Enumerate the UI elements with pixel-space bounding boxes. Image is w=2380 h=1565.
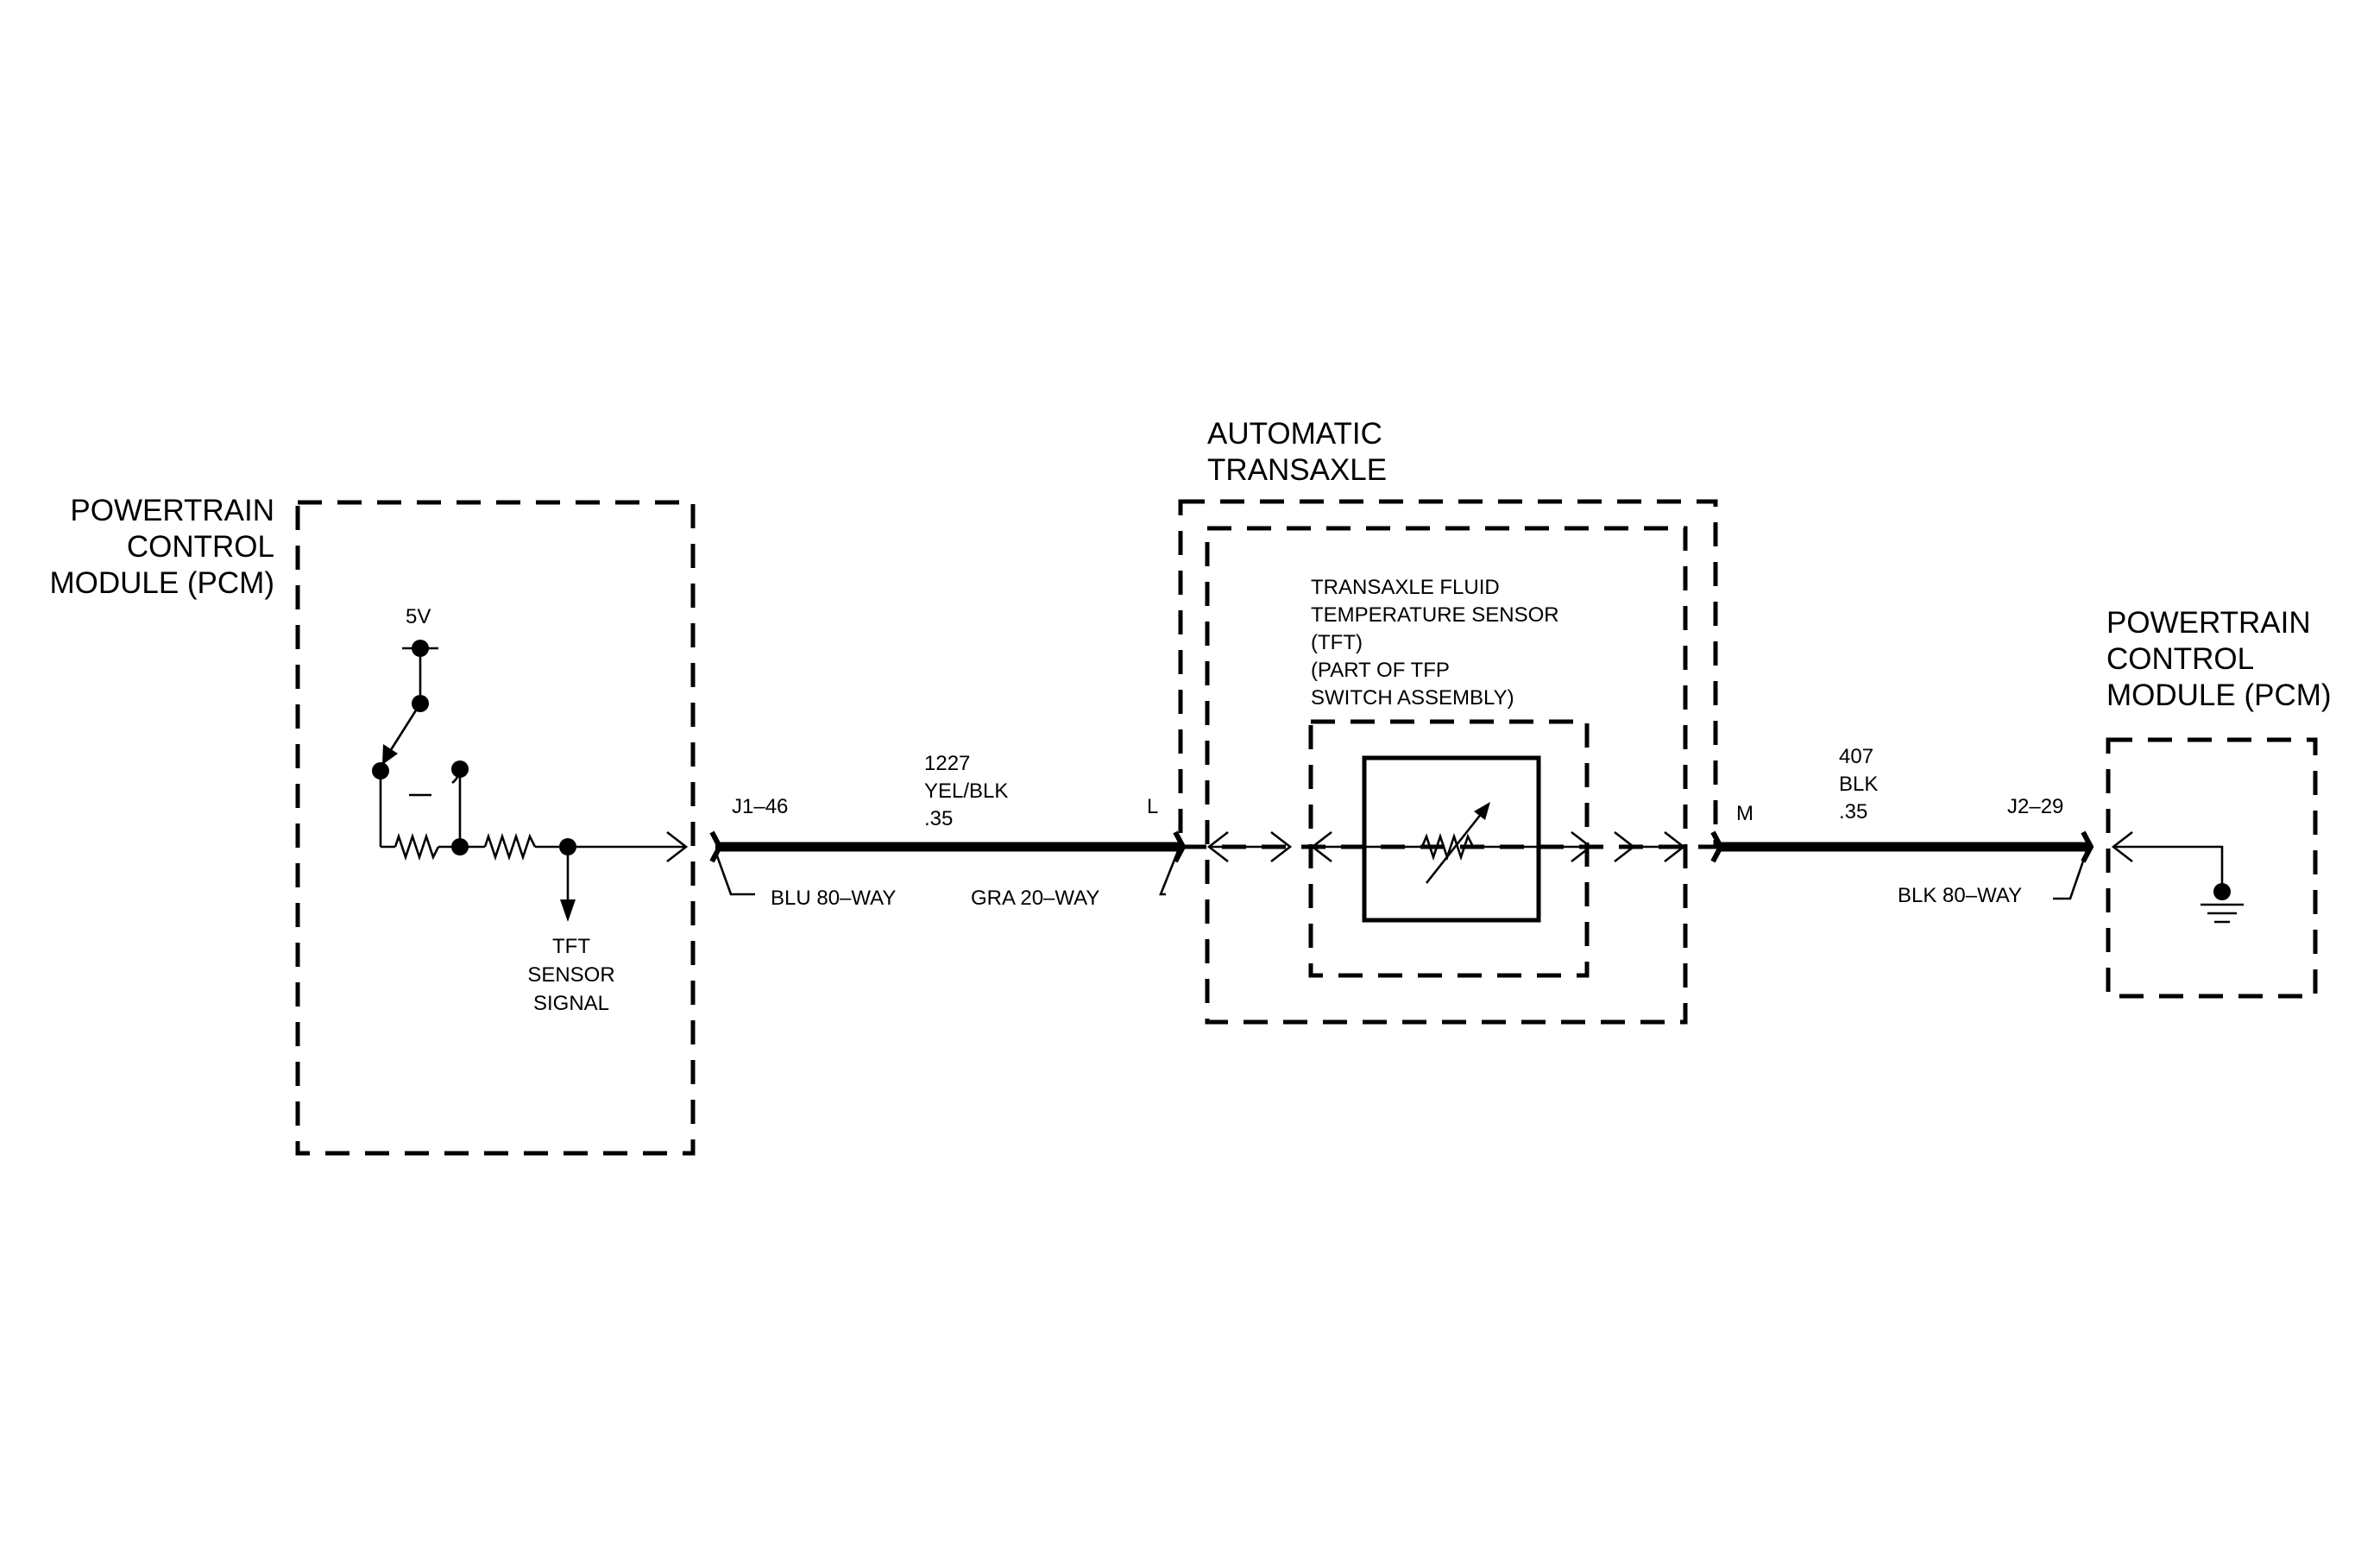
- right-pcm: POWERTRAIN CONTROL MODULE (PCM): [2106, 606, 2332, 999]
- transaxle-inner-boundary: [1205, 526, 1688, 1025]
- tft-sensor-label-line-5: SWITCH ASSEMBLY): [1311, 686, 1514, 710]
- left-pcm-title-line-2: CONTROL: [127, 530, 274, 564]
- connector-gra-20-way: GRA 20–WAY: [971, 887, 1099, 910]
- tft-signal-label-line-1: TFT: [552, 935, 590, 958]
- tft-signal-label-line-2: SENSOR: [527, 963, 614, 987]
- connector-right-leader: [1159, 850, 1180, 896]
- circuit-407: M J2–29 407 BLK .35 BLK 80–WAY: [1710, 745, 2094, 907]
- pin-j1-46-label: J1–46: [732, 795, 788, 818]
- connector-blk-80-way: BLK 80–WAY: [1898, 884, 2022, 907]
- tft-sensor-label-line-4: (PART OF TFP: [1311, 659, 1450, 682]
- automatic-transaxle: AUTOMATIC TRANSAXLE TRANSAXLE FLUID TEMP…: [1178, 417, 1718, 1025]
- left-pcm-boundary: [295, 500, 696, 1156]
- tft-signal-label-line-3: SIGNAL: [533, 992, 609, 1015]
- supply-5v-terminal: [402, 640, 438, 712]
- right-pcm-title-line-3: MODULE (PCM): [2106, 678, 2332, 712]
- connector-m-terminal: [1710, 830, 1724, 863]
- pin-l-label: L: [1147, 795, 1158, 818]
- ground-icon: [2113, 845, 2244, 924]
- thermistor-icon: [1390, 802, 1490, 884]
- pin-m-label: M: [1736, 802, 1754, 825]
- wire-407-number: 407: [1839, 745, 1873, 768]
- internal-switch: [372, 703, 469, 847]
- pullup-resistor-1: [381, 832, 460, 861]
- left-pcm-title-line-1: POWERTRAIN: [70, 494, 274, 527]
- wire-407-gauge: .35: [1839, 800, 1867, 824]
- wire-1227-gauge: .35: [924, 807, 953, 830]
- tft-sensor-label-line-3: (TFT): [1311, 631, 1363, 654]
- transaxle-left-feed: [1206, 830, 1390, 863]
- wire-407-color: BLK: [1839, 773, 1878, 796]
- supply-5v-label: 5V: [406, 605, 431, 628]
- tft-sensor-label-line-1: TRANSAXLE FLUID: [1311, 576, 1500, 599]
- circuit-1227: J1–46 L 1227 YEL/BLK .35 BLU 80–WAY GRA …: [709, 752, 1187, 910]
- pin-j2-29-label: J2–29: [2007, 795, 2063, 818]
- right-pcm-boundary: [2106, 737, 2318, 999]
- transaxle-outer-boundary: [1178, 499, 1718, 849]
- tft-sensor-label-line-2: TEMPERATURE SENSOR: [1311, 603, 1559, 627]
- transaxle-right-feed: [1488, 830, 1686, 863]
- connector-407-leader: [2053, 850, 2088, 900]
- left-pcm: POWERTRAIN CONTROL MODULE (PCM) 5V: [49, 494, 696, 1156]
- tft-signal-arrow: [560, 847, 576, 922]
- left-pcm-title-line-3: MODULE (PCM): [49, 566, 274, 600]
- wire-1227-number: 1227: [924, 752, 970, 775]
- connector-left-leader: [714, 850, 755, 896]
- tft-sensor-body: [1362, 755, 1541, 923]
- connector-j1-terminal: [709, 830, 723, 863]
- connector-blu-80-way: BLU 80–WAY: [771, 887, 896, 910]
- wire-1227-color: YEL/BLK: [924, 779, 1008, 803]
- right-pcm-title-line-2: CONTROL: [2106, 642, 2254, 676]
- right-pcm-title-line-1: POWERTRAIN: [2106, 606, 2311, 640]
- transaxle-title-line-2: TRANSAXLE: [1207, 453, 1387, 487]
- pcm-pin-chevron: [666, 830, 689, 863]
- transaxle-title-line-1: AUTOMATIC: [1207, 417, 1382, 451]
